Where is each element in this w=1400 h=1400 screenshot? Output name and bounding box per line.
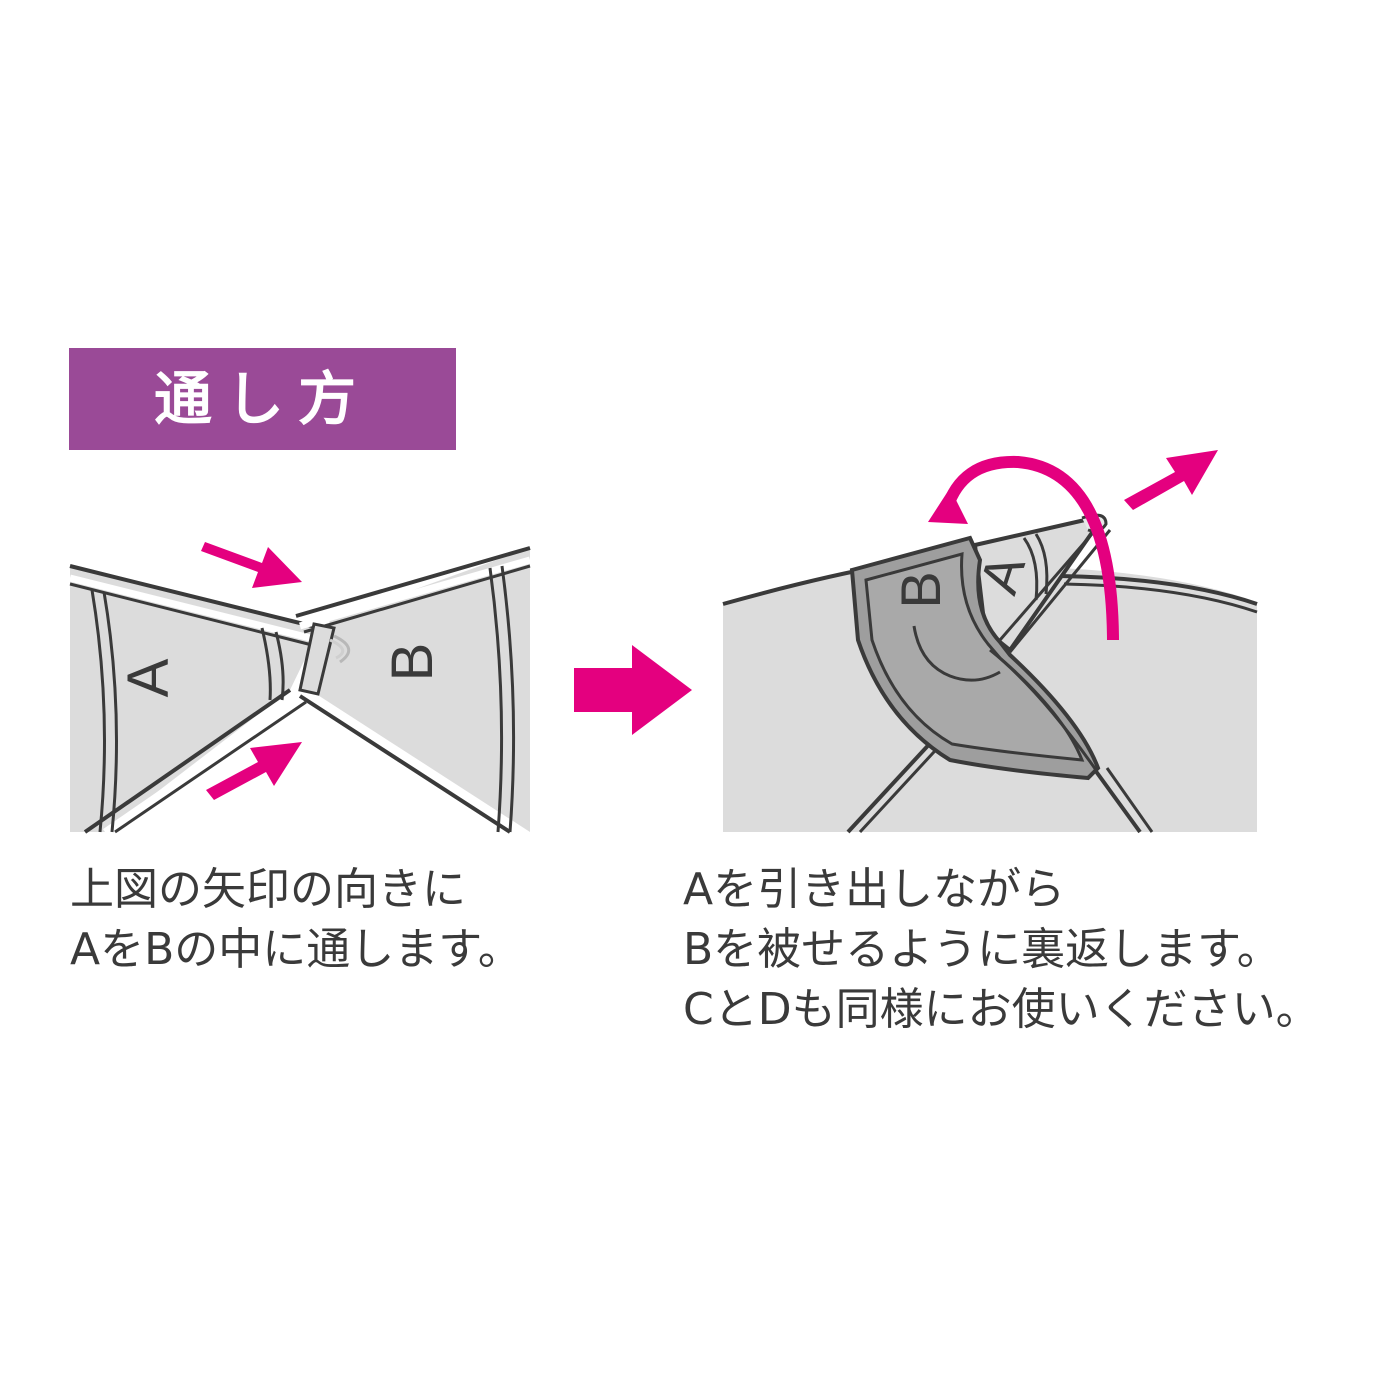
pull-arrow-icon	[1124, 450, 1218, 510]
step1-caption-line-2: AをBの中に通します。	[70, 924, 522, 975]
label-b-2: B	[889, 571, 952, 608]
loop-knot	[298, 622, 336, 696]
label-b: B	[380, 643, 445, 682]
next-step-arrow-icon	[574, 645, 692, 735]
step2-caption-line-1: Aを引き出しながら	[683, 864, 1066, 915]
step2-caption-line-3: CとDも同様にお使いください。	[683, 984, 1320, 1035]
arrow-lower-icon	[206, 742, 302, 800]
step1-caption-line-1: 上図の矢印の向きに	[70, 864, 466, 915]
step2-caption-line-2: Bを被せるように裏返します。	[683, 924, 1281, 975]
page-title: 通し方	[154, 365, 371, 433]
step1-caption: 上図の矢印の向きに AをBの中に通します。	[70, 860, 522, 980]
arrow-upper-icon	[201, 542, 302, 588]
step2-figure: B A	[722, 450, 1258, 834]
title-banner	[69, 348, 456, 450]
fabric-b	[310, 548, 530, 832]
step2-caption: Aを引き出しながら Bを被せるように裏返します。 CとDも同様にお使いください。	[683, 860, 1320, 1040]
label-a: A	[116, 658, 181, 697]
step1-figure: A B	[69, 542, 531, 835]
curved-arrow-icon	[940, 455, 1119, 641]
